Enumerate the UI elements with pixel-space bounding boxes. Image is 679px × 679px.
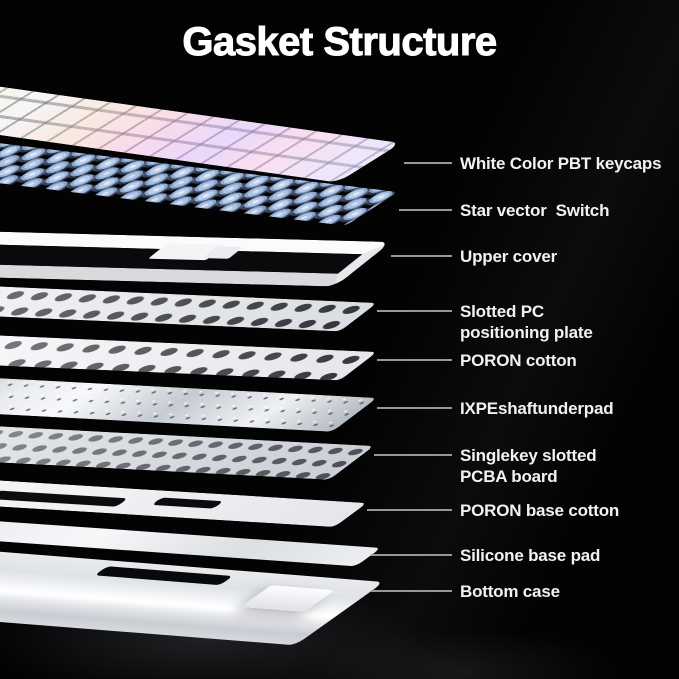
layer-label: Bottom case bbox=[460, 582, 560, 601]
page-title: Gasket Structure bbox=[182, 20, 498, 65]
leader-line bbox=[374, 454, 452, 456]
layer-label: White Color PBT keycaps bbox=[460, 154, 662, 173]
label-row-poron-base-cotton: PORON base cotton bbox=[367, 500, 619, 521]
leader-line bbox=[377, 359, 452, 361]
leader-line bbox=[391, 255, 452, 257]
label-row-upper-cover: Upper cover bbox=[391, 246, 557, 267]
layer-label: Silicone base pad bbox=[460, 546, 601, 565]
label-row-bottom-case: Bottom case bbox=[371, 581, 560, 602]
label-row-ixpe-underpad: IXPEshaftunderpad bbox=[377, 398, 614, 419]
layer-label: PORON base cotton bbox=[460, 501, 620, 520]
label-row-switches: Star vector Switch bbox=[399, 200, 609, 221]
layer-label: Upper cover bbox=[460, 247, 558, 266]
label-row-silicone-base-pad: Silicone base pad bbox=[371, 545, 600, 566]
leader-line bbox=[404, 162, 452, 164]
layer-label: PORON cotton bbox=[460, 351, 577, 370]
leader-line bbox=[399, 209, 452, 211]
leader-line bbox=[367, 509, 452, 511]
label-row-keycaps: White Color PBT keycaps bbox=[404, 153, 662, 174]
layer-label: IXPEshaftunderpad bbox=[460, 399, 614, 418]
leader-line bbox=[371, 590, 452, 592]
leader-line bbox=[377, 407, 452, 409]
layer-label: Star vector Switch bbox=[460, 201, 610, 220]
leader-line bbox=[377, 310, 452, 312]
label-row-poron-cotton: PORON cotton bbox=[377, 350, 577, 371]
leader-line bbox=[371, 554, 452, 556]
